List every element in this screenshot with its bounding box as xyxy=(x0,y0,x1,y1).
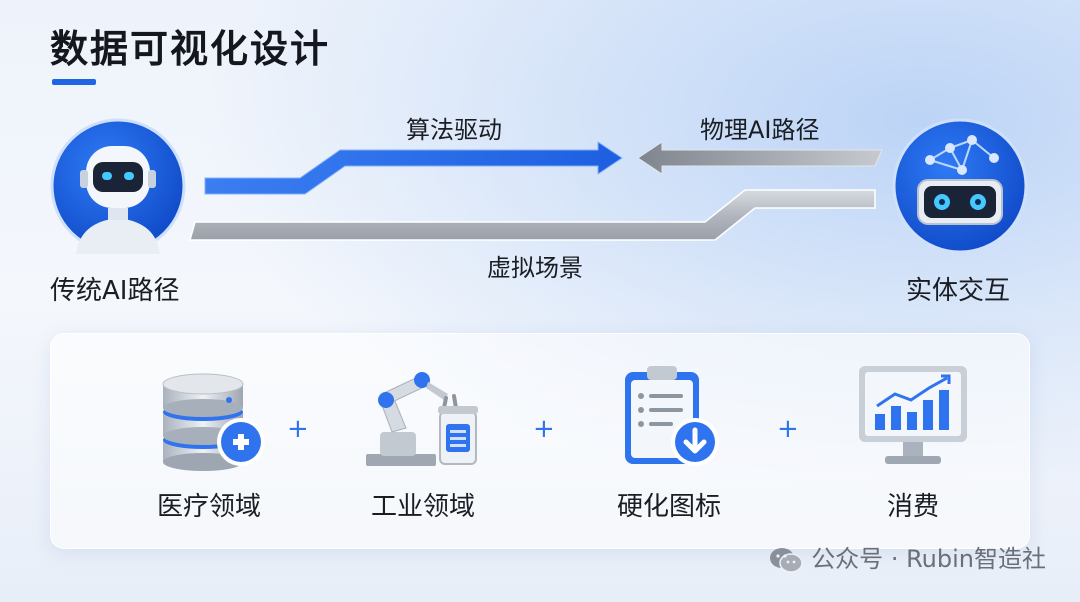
page-title: 数据可视化设计 xyxy=(50,27,331,71)
domain-medical-label: 医疗领域 xyxy=(156,492,261,522)
domain-medical: 医疗领域 xyxy=(129,334,289,523)
physical-ai-arrow xyxy=(637,141,883,175)
physical-ai-label: 物理AI路径 xyxy=(700,116,820,144)
domain-consumer: 消费 xyxy=(833,334,993,523)
monitor-chart-icon xyxy=(859,366,967,464)
flow-diagram xyxy=(189,141,883,241)
domain-hardened-label: 硬化图标 xyxy=(616,492,721,522)
robot-avatar-icon xyxy=(50,118,186,254)
domains-panel: 医疗领域 + 工业领域 + xyxy=(50,333,1030,549)
plus-separator: + xyxy=(287,414,309,444)
plus-separator: + xyxy=(533,414,555,444)
physical-interaction-label: 实体交互 xyxy=(906,276,1011,306)
clipboard-download-icon xyxy=(625,366,719,466)
robot-arm-icon xyxy=(366,372,478,466)
algorithm-drive-arrow xyxy=(204,141,623,195)
domain-hardened: 硬化图标 xyxy=(589,334,749,523)
traditional-ai-path-label: 传统AI路径 xyxy=(50,276,180,306)
embodied-robot-icon xyxy=(892,118,1028,254)
virtual-scene-band xyxy=(189,189,876,241)
domain-industrial: 工业领域 xyxy=(343,334,503,523)
database-plus-icon xyxy=(162,373,265,471)
title-underline xyxy=(52,79,96,85)
plus-separator: + xyxy=(777,414,799,444)
wechat-icon xyxy=(770,548,803,573)
virtual-scene-label: 虚拟场景 xyxy=(487,254,583,282)
domain-consumer-label: 消费 xyxy=(886,492,939,522)
watermark: 公众号 · Rubin智造社 xyxy=(769,539,1046,574)
domain-industrial-label: 工业领域 xyxy=(370,492,475,522)
algorithm-drive-label: 算法驱动 xyxy=(406,116,502,144)
watermark-text: 公众号 · Rubin智造社 xyxy=(811,545,1046,573)
